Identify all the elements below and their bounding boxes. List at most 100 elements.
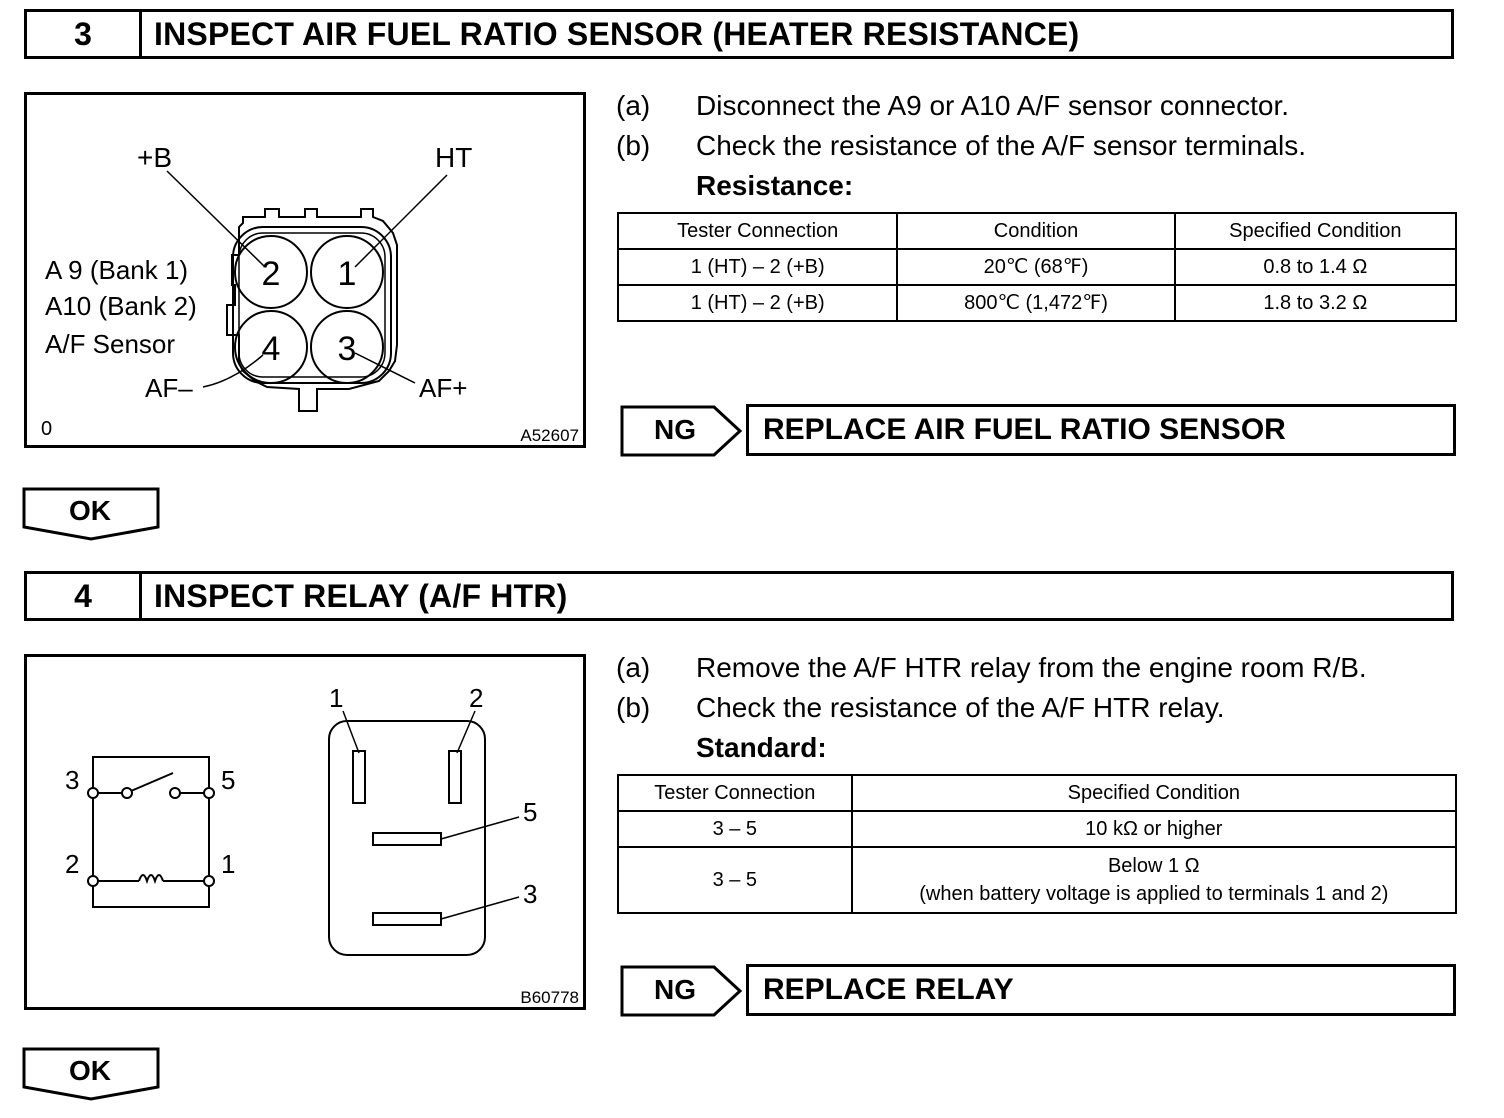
switch-arm [130,772,174,792]
label-af-plus: AF+ [419,373,467,403]
table-header-cell: Tester Connection [616,212,899,250]
ok-label: OK [69,1055,111,1086]
relay-label-5: 5 [523,797,537,827]
instruction-label: (b) [616,692,651,723]
pin-4 [234,310,308,384]
ng-indicator: NG [620,405,743,457]
terminal-3-node [87,787,99,799]
pin-1-label: 1 [338,255,357,293]
pin-2 [234,235,308,309]
pin-3 [310,310,384,384]
resistance-table: Tester Connection Condition Specified Co… [616,212,1458,322]
ng-label: NG [654,974,696,1005]
cell-line: (when battery voltage is applied to term… [919,883,1389,905]
pin-4-label: 4 [262,330,281,368]
label-af-minus: AF– [145,373,193,403]
schematic-label-1: 1 [221,849,235,879]
relay-figure: 3 5 2 1 1 2 5 3 B60778 [24,654,586,1010]
step-number: 4 [27,574,142,618]
table-header-cell: Specified Condition [1173,212,1458,250]
table-header-row: Tester Connection Condition Specified Co… [616,212,1458,250]
label-zero: 0 [41,418,52,440]
table-header-row: Tester Connection Specified Condition [617,774,1458,812]
table-cell: 0.8 to 1.4 Ω [1173,248,1458,286]
step-number: 3 [27,12,142,56]
table-header-cell: Tester Connection [617,774,853,812]
relay-label-2: 2 [469,683,483,713]
coil-symbol [138,874,164,885]
pin-2-label: 2 [262,255,281,293]
af-sensor-connector-figure: 2 1 4 3 +B HT A 9 (Bank 1) A10 (Bank 2) … [24,92,586,448]
table-row: 1 (HT) – 2 (+B) 800℃ (1,472℉) 1.8 to 3.2… [616,284,1458,322]
table-cell: 1 (HT) – 2 (+B) [616,248,899,286]
table-cell: Below 1 Ω (when battery voltage is appli… [850,846,1458,914]
table-row: 3 – 5 10 kΩ or higher [617,810,1458,848]
schematic-label-5: 5 [221,765,235,795]
leader-ht [354,174,448,268]
relay-label-1: 1 [329,683,343,713]
table-row: 3 – 5 Below 1 Ω (when battery voltage is… [617,846,1458,914]
step-3-header: 3 INSPECT AIR FUEL RATIO SENSOR (HEATER … [24,9,1454,59]
leader-af-minus [202,354,264,388]
instruction-text: Disconnect the A9 or A10 A/F sensor conn… [696,90,1290,121]
pin-1 [310,235,384,309]
label-bank2: A10 (Bank 2) [45,291,197,321]
connector-inner-face [238,232,386,378]
instruction-label: (b) [616,130,651,161]
table-cell: 1 (HT) – 2 (+B) [616,284,899,322]
step-4-instructions: (a) Remove the A/F HTR relay from the en… [616,648,1367,768]
leader-af-plus [354,352,416,384]
ok-indicator: OK [22,487,162,541]
leader-plus-b [166,170,266,268]
relay-body [328,720,486,956]
step-title: INSPECT RELAY (A/F HTR) [154,577,568,614]
schematic-label-2: 2 [65,849,79,879]
table-cell: 800℃ (1,472℉) [896,284,1176,322]
ng-label: NG [654,414,696,445]
table-cell: 10 kΩ or higher [850,810,1458,848]
table-header-cell: Condition [896,212,1176,250]
relay-pin-2 [448,750,462,804]
label-ht: HT [435,142,472,173]
pin-3-label: 3 [338,330,357,368]
instruction-label: (a) [616,90,651,121]
table-cell: 1.8 to 3.2 Ω [1173,284,1458,322]
step-3-instructions: (a) Disconnect the A9 or A10 A/F sensor … [616,86,1306,206]
ok-indicator: OK [22,1047,162,1101]
instruction-text: Check the resistance of the A/F sensor t… [696,130,1307,161]
relay-pin-3 [372,912,442,926]
schematic-box [92,756,210,908]
requirement-label: Standard: [696,732,827,763]
label-plus-b: +B [137,142,172,173]
cell-line: Below 1 Ω [1107,855,1200,877]
figure-code: B60778 [520,988,579,1007]
label-bank1: A 9 (Bank 1) [45,255,188,285]
schematic-label-3: 3 [65,765,79,795]
connector-inner-body [232,226,392,384]
ng-indicator: NG [620,965,743,1017]
table-row: 1 (HT) – 2 (+B) 20℃ (68℉) 0.8 to 1.4 Ω [616,248,1458,286]
ok-label: OK [69,495,111,526]
requirement-label: Resistance: [696,170,854,201]
table-cell: 3 – 5 [617,810,853,848]
table-cell: 20℃ (68℉) [896,248,1176,286]
ng-action: REPLACE AIR FUEL RATIO SENSOR [746,404,1456,456]
terminal-2-node [87,875,99,887]
ng-action: REPLACE RELAY [746,964,1456,1016]
instruction-label: (a) [616,652,651,683]
instruction-text: Remove the A/F HTR relay from the engine… [696,652,1367,683]
table-header-cell: Specified Condition [850,774,1458,812]
instruction-item: (b) Check the resistance of the A/F sens… [616,126,1306,166]
instruction-item: (a) Disconnect the A9 or A10 A/F sensor … [616,86,1306,126]
terminal-1-node [203,875,215,887]
standard-table: Tester Connection Specified Condition 3 … [617,774,1458,914]
instruction-item: (a) Remove the A/F HTR relay from the en… [616,648,1367,688]
label-sensor: A/F Sensor [45,329,175,359]
step-4-header: 4 INSPECT RELAY (A/F HTR) [24,571,1454,621]
table-cell: 3 – 5 [617,846,853,914]
instruction-text: Check the resistance of the A/F HTR rela… [696,692,1225,723]
relay-pin-5 [372,832,442,846]
terminal-5-node [203,787,215,799]
relay-pin-1 [352,750,366,804]
figure-code: A52607 [520,426,579,445]
